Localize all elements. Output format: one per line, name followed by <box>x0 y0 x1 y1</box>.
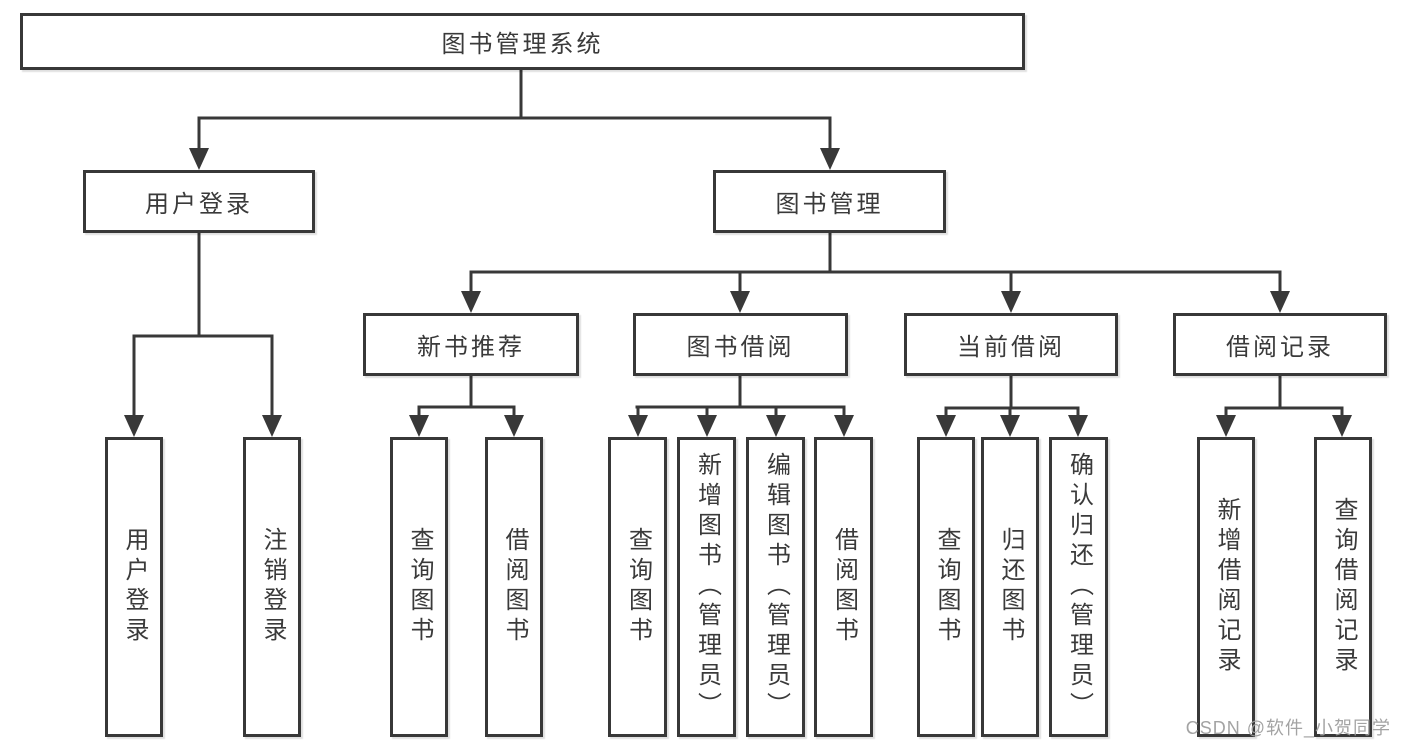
arrowhead-icon <box>730 291 750 313</box>
node-user-login: 用户登录 <box>83 170 315 233</box>
node-label: 注销登录 <box>259 527 286 647</box>
leaf-newrec-query-books: 查询图书 <box>390 437 448 737</box>
arrowhead-icon <box>409 415 429 437</box>
node-label: 新增图书（管理员） <box>693 452 721 722</box>
arrowhead-icon <box>262 415 282 437</box>
arrowhead-icons <box>124 148 1352 437</box>
arrowhead-icon <box>766 415 786 437</box>
arrowhead-icon <box>461 291 481 313</box>
arrowhead-icon <box>834 415 854 437</box>
node-label: 查询图书 <box>406 527 433 647</box>
node-label: 借阅图书 <box>501 527 528 647</box>
node-label: 确认归还（管理员） <box>1065 452 1093 722</box>
arrowhead-icon <box>1000 415 1020 437</box>
node-label: 借阅图书 <box>830 527 858 647</box>
arrowhead-icon <box>697 415 717 437</box>
node-current-borrow: 当前借阅 <box>904 313 1118 376</box>
arrowhead-icon <box>1216 415 1236 437</box>
node-label: 查询图书 <box>624 527 652 647</box>
node-root-system: 图书管理系统 <box>20 13 1025 70</box>
arrowhead-icon <box>1270 291 1290 313</box>
arrowhead-icon <box>504 415 524 437</box>
arrowhead-icon <box>1068 415 1088 437</box>
node-label: 新书推荐 <box>417 334 525 361</box>
leaf-records-query-record: 查询借阅记录 <box>1314 437 1372 737</box>
leaf-user-login: 用户登录 <box>105 437 163 737</box>
arrowhead-icon <box>124 415 144 437</box>
node-label: 查询借阅记录 <box>1330 497 1357 677</box>
node-book-management: 图书管理 <box>713 170 946 233</box>
node-label: 当前借阅 <box>957 334 1065 361</box>
arrowhead-icon <box>189 148 209 170</box>
leaf-current-confirm-return-admin: 确认归还（管理员） <box>1049 437 1108 737</box>
node-label: 图书借阅 <box>686 334 795 361</box>
node-borrow-records: 借阅记录 <box>1173 313 1387 376</box>
leaf-borrow-edit-books-admin: 编辑图书（管理员） <box>746 437 805 737</box>
node-label: 图书管理系统 <box>441 31 604 58</box>
node-label: 归还图书 <box>997 527 1024 647</box>
arrowhead-icon <box>628 415 648 437</box>
leaf-current-return-books: 归还图书 <box>981 437 1039 737</box>
leaf-current-query-books: 查询图书 <box>917 437 975 737</box>
node-label: 用户登录 <box>145 191 253 218</box>
connector-lines <box>132 68 1344 423</box>
node-new-book-recommend: 新书推荐 <box>363 313 579 376</box>
leaf-borrow-borrow-books: 借阅图书 <box>814 437 873 737</box>
node-label: 编辑图书（管理员） <box>762 452 790 722</box>
node-label: 借阅记录 <box>1226 334 1334 361</box>
leaf-borrow-query-books: 查询图书 <box>608 437 667 737</box>
leaf-records-add-record: 新增借阅记录 <box>1197 437 1255 737</box>
arrowhead-icon <box>1332 415 1352 437</box>
node-book-borrow: 图书借阅 <box>633 313 848 376</box>
leaf-borrow-add-books-admin: 新增图书（管理员） <box>677 437 736 737</box>
node-label: 用户登录 <box>121 527 148 647</box>
leaf-logout: 注销登录 <box>243 437 301 737</box>
arrowhead-icon <box>936 415 956 437</box>
arrowhead-icon <box>820 148 840 170</box>
csdn-watermark: CSDN @软件_小贺同学 <box>1185 718 1391 738</box>
node-label: 新增借阅记录 <box>1213 497 1240 677</box>
node-label: 图书管理 <box>775 191 884 218</box>
leaf-newrec-borrow-books: 借阅图书 <box>485 437 543 737</box>
arrowhead-icon <box>1001 291 1021 313</box>
node-label: 查询图书 <box>933 527 960 647</box>
